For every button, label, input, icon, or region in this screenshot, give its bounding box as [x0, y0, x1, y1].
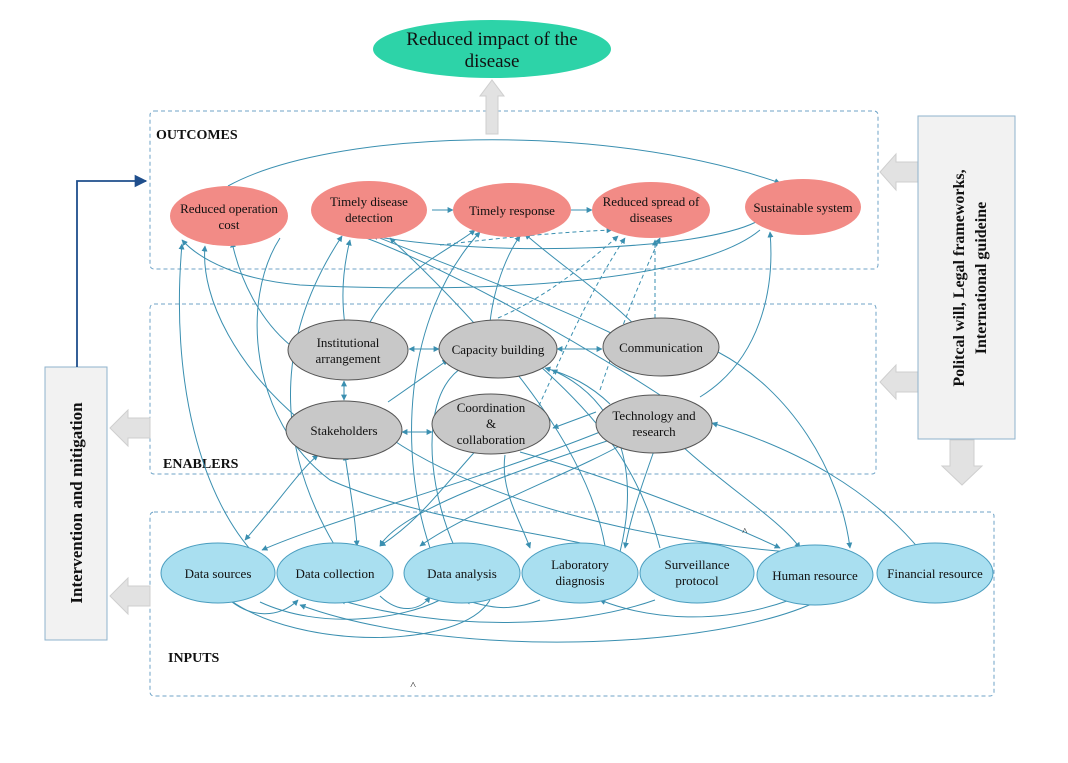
outcome-reduced-spread-of-diseases: Reduced spread of diseases	[592, 182, 710, 238]
node-label: Reduced operation	[180, 201, 278, 216]
enabler-institutional-arrangement: Institutional arrangement	[287, 319, 409, 381]
input-data-sources: Data sources	[160, 542, 276, 604]
input-data-collection: Data collection	[276, 542, 394, 604]
node-label: Financial resource	[887, 566, 983, 581]
political-will-panel	[917, 115, 1016, 440]
node-label: Data sources	[185, 566, 252, 581]
caret-mark: ˄	[742, 526, 748, 537]
inputs-label: INPUTS	[168, 651, 220, 666]
enabler-coordination-collaboration: Coordination & collaboration	[431, 393, 551, 455]
enablers-label: ENABLERS	[163, 457, 239, 472]
enabler-stakeholders: Stakeholders	[285, 400, 403, 460]
outcome-reduced-operation-cost: Reduced operation cost	[170, 186, 288, 246]
node-label: Laboratory	[551, 557, 609, 572]
node-label: cost	[219, 217, 240, 232]
outcome-timely-response: Timely response	[453, 183, 571, 237]
node-label: research	[632, 424, 676, 439]
node-label: arrangement	[316, 351, 381, 366]
caret-mark: ˄	[410, 679, 416, 691]
intervention-panel	[44, 366, 108, 641]
node-label: Data analysis	[427, 566, 497, 581]
enabler-capacity-building: Capacity building	[438, 319, 558, 379]
node-label: Institutional	[317, 335, 380, 350]
node-label: Timely response	[469, 203, 555, 218]
intervention-label: Intervention and mitigation	[67, 402, 86, 604]
input-financial-resource: Financial resource	[876, 542, 994, 604]
node-label: &	[486, 416, 496, 431]
node-label: Surveillance	[665, 557, 730, 572]
node-label: Reduced spread of	[603, 194, 700, 209]
input-human-resource: Human resource	[756, 544, 874, 606]
node-label: detection	[345, 210, 393, 225]
node-label: collaboration	[457, 432, 526, 447]
outcome-sustainable-system: Sustainable system	[745, 179, 861, 235]
input-laboratory-diagnosis: Laboratory diagnosis	[521, 542, 639, 604]
node-label: diseases	[630, 210, 673, 225]
goal-line2: disease	[465, 51, 520, 72]
goal-ellipse	[373, 20, 611, 78]
input-data-analysis: Data analysis	[403, 542, 521, 604]
node-label: Sustainable system	[753, 200, 852, 215]
node-label: diagnosis	[555, 573, 604, 588]
node-label: Technology and	[612, 408, 696, 423]
dashed-connectors	[439, 227, 661, 413]
outcome-timely-disease-detection: Timely disease detection	[311, 181, 427, 239]
inputs-box	[149, 511, 995, 697]
block-arrows	[109, 79, 984, 616]
feedback-arrow	[76, 174, 148, 367]
goal-line1: Reduced impact of the	[406, 29, 577, 50]
political-will-line2: International guideine	[973, 202, 990, 354]
outcomes-box	[149, 110, 879, 270]
enabler-communication: Communication	[602, 317, 720, 377]
node-label: Data collection	[295, 566, 375, 581]
node-label: Capacity building	[452, 342, 545, 357]
node-label: protocol	[675, 573, 719, 588]
node-label: Coordination	[457, 400, 526, 415]
node-label: Stakeholders	[310, 423, 377, 438]
political-will-line1: Politcal will, Legal frameworks,	[951, 169, 968, 386]
input-surveillance-protocol: Surveillance protocol	[639, 542, 755, 604]
node-label: Timely disease	[330, 194, 408, 209]
outcomes-label: OUTCOMES	[156, 128, 238, 143]
enabler-technology-research: Technology and research	[595, 394, 713, 454]
node-label: Communication	[619, 340, 703, 355]
node-label: Human resource	[772, 568, 858, 583]
enablers-box	[149, 303, 877, 475]
